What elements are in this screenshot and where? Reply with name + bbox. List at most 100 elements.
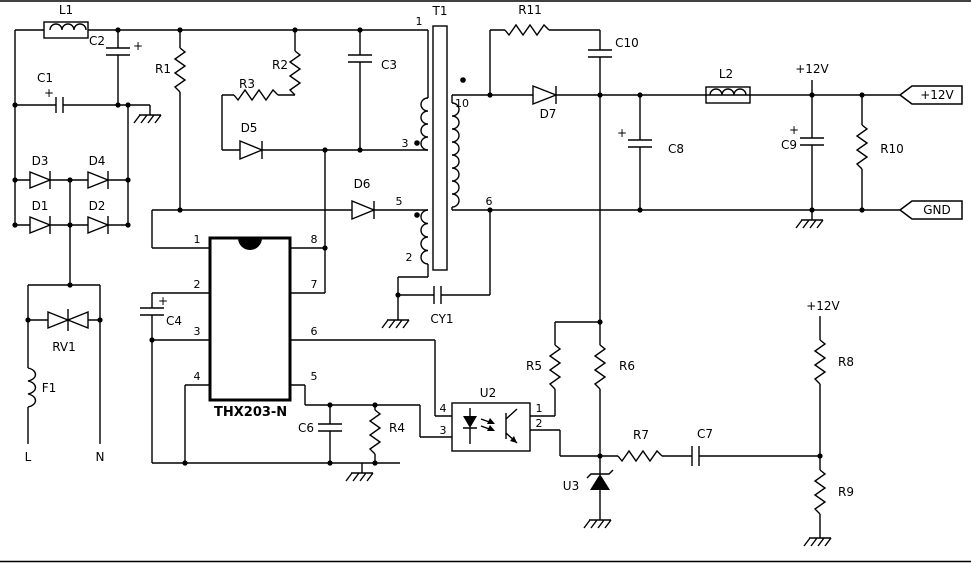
fuse-F1 bbox=[27, 367, 37, 408]
pin-u2-1: 1 bbox=[536, 402, 543, 415]
label-C8: C8 bbox=[668, 142, 684, 156]
junction-dots bbox=[12, 27, 865, 466]
pin-ic-1: 1 bbox=[194, 233, 201, 246]
shunt-ref-U3: U3 bbox=[563, 469, 614, 493]
polarity-C4: + bbox=[158, 294, 168, 308]
pin-u2-4: 4 bbox=[440, 402, 447, 415]
polarity-C9: + bbox=[789, 123, 799, 137]
pin-ic-6: 6 bbox=[311, 325, 318, 338]
label-R11: R11 bbox=[518, 3, 542, 17]
label-neutral: N bbox=[96, 450, 105, 464]
earth-icon bbox=[345, 462, 374, 482]
diode-D5 bbox=[239, 139, 264, 161]
label-RV1: RV1 bbox=[52, 340, 76, 354]
label-rail12: +12V bbox=[795, 62, 829, 76]
pin-ic-8: 8 bbox=[311, 233, 318, 246]
pin-t1-3: 3 bbox=[402, 137, 409, 150]
inductor-L1 bbox=[43, 21, 89, 39]
inductor-L2 bbox=[705, 86, 751, 104]
label-R10: R10 bbox=[880, 142, 904, 156]
terminal-plus12v: +12V bbox=[898, 85, 963, 105]
phase-dot bbox=[460, 77, 466, 83]
label-R7: R7 bbox=[633, 428, 649, 442]
pin-ic-4: 4 bbox=[194, 370, 201, 383]
varistor-RV1 bbox=[47, 309, 89, 331]
label-R3: R3 bbox=[239, 77, 255, 91]
component-labels: L1 C2 + C1 + D3 D4 D1 D2 RV1 F1 L N R1 R… bbox=[25, 3, 904, 499]
pin-u2-2: 2 bbox=[536, 417, 543, 430]
label-U3: U3 bbox=[563, 479, 579, 493]
label-R4: R4 bbox=[389, 421, 405, 435]
label-C3: C3 bbox=[381, 58, 397, 72]
earth-icon bbox=[381, 309, 410, 329]
pin-t1-5: 5 bbox=[396, 195, 403, 208]
label-R5: R5 bbox=[526, 359, 542, 373]
pin-t1-2: 2 bbox=[406, 251, 413, 264]
pin-ic-2: 2 bbox=[194, 278, 201, 291]
label-C4: C4 bbox=[166, 314, 182, 328]
phase-dot bbox=[414, 212, 420, 218]
pin-t1-10: 10 bbox=[455, 97, 469, 110]
label-L2: L2 bbox=[719, 67, 733, 81]
pin-ic-7: 7 bbox=[311, 278, 318, 291]
ic-notch bbox=[238, 238, 262, 250]
label-D4: D4 bbox=[89, 154, 106, 168]
label-D1: D1 bbox=[32, 199, 49, 213]
diode-D6 bbox=[351, 199, 376, 221]
label-D3: D3 bbox=[32, 154, 49, 168]
pin-t1-6: 6 bbox=[486, 195, 493, 208]
transformer-T1: T1 1 3 5 2 10 6 bbox=[396, 4, 493, 271]
label-line: L bbox=[25, 450, 32, 464]
label-C10: C10 bbox=[615, 36, 639, 50]
label-F1: F1 bbox=[42, 381, 57, 395]
label-C1: C1 bbox=[37, 71, 53, 85]
polarity-C2: + bbox=[133, 39, 143, 53]
label-T1: T1 bbox=[432, 4, 448, 18]
label-R1: R1 bbox=[155, 62, 171, 76]
diode-D4 bbox=[87, 170, 110, 190]
label-L1: L1 bbox=[59, 3, 73, 17]
terminal-gnd-label: GND bbox=[923, 203, 951, 217]
label-ic-name: THX203-N bbox=[214, 405, 287, 420]
terminal-gnd: GND bbox=[898, 200, 963, 220]
resistor-bodies bbox=[173, 23, 869, 515]
label-R6: R6 bbox=[619, 359, 635, 373]
diode-D3 bbox=[29, 170, 52, 190]
label-U2: U2 bbox=[480, 386, 496, 400]
label-R2: R2 bbox=[272, 58, 288, 72]
ic-thx203: THX203-N 1 2 3 4 8 7 6 5 bbox=[194, 233, 318, 420]
label-C2: C2 bbox=[89, 34, 105, 48]
label-D5: D5 bbox=[241, 121, 258, 135]
polarity-C1: + bbox=[44, 86, 54, 100]
earth-icon bbox=[795, 209, 824, 229]
optocoupler-U2: U2 4 3 1 2 bbox=[440, 386, 543, 452]
pin-ic-3: 3 bbox=[194, 325, 201, 338]
label-C7: C7 bbox=[697, 427, 713, 441]
label-R9: R9 bbox=[838, 485, 854, 499]
earth-icon bbox=[583, 509, 612, 529]
label-fb12: +12V bbox=[806, 299, 840, 313]
pin-ic-5: 5 bbox=[311, 370, 318, 383]
terminal-plus12v-label: +12V bbox=[920, 88, 954, 102]
opto-led bbox=[463, 416, 477, 428]
diode-D7 bbox=[532, 84, 558, 106]
pin-t1-1: 1 bbox=[416, 15, 423, 28]
earth-icon bbox=[803, 527, 832, 547]
pin-u2-3: 3 bbox=[440, 424, 447, 437]
label-D2: D2 bbox=[89, 199, 106, 213]
phase-dot bbox=[414, 140, 420, 146]
earth-icon bbox=[133, 104, 162, 124]
label-CY1: CY1 bbox=[430, 312, 453, 326]
label-D6: D6 bbox=[354, 177, 371, 191]
diodes bbox=[29, 84, 558, 331]
diode-D1 bbox=[29, 215, 52, 235]
opto-transistor bbox=[505, 408, 518, 444]
diode-D2 bbox=[87, 215, 110, 235]
label-C9: C9 bbox=[781, 138, 797, 152]
label-D7: D7 bbox=[540, 107, 557, 121]
capacitor-bodies bbox=[55, 47, 824, 466]
polarity-C8: + bbox=[617, 126, 627, 140]
